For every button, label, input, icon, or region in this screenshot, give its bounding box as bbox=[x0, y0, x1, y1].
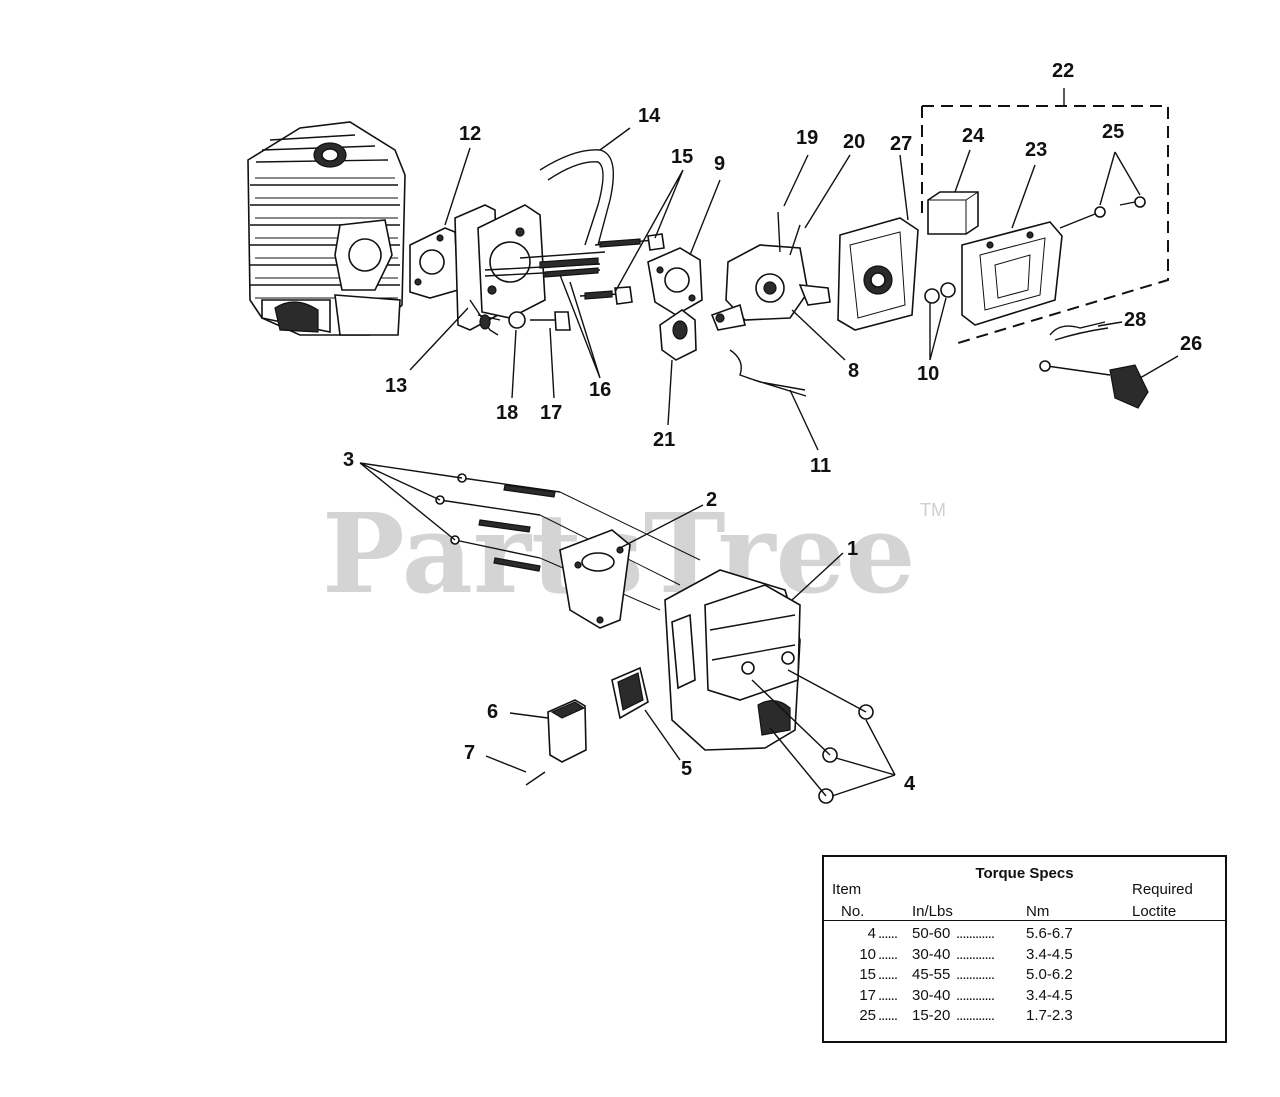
callout-18: 18 bbox=[496, 402, 518, 424]
table-row: 25 ...... 15-20 ............ 1.7-2.3 bbox=[824, 1006, 1225, 1027]
callout-4: 4 bbox=[904, 773, 916, 795]
callout-10: 10 bbox=[917, 363, 939, 385]
callout-5: 5 bbox=[681, 758, 692, 780]
intake-manifold-part-13 bbox=[454, 204, 546, 336]
callout-17: 17 bbox=[540, 402, 562, 424]
cell-leader: ...... bbox=[878, 945, 898, 963]
plate-part-27 bbox=[837, 217, 919, 331]
cell-in-lbs: 30-40 bbox=[912, 945, 951, 963]
callout-9: 9 bbox=[714, 153, 725, 175]
callout-23: 23 bbox=[1025, 139, 1047, 161]
kit-outline-22 bbox=[922, 105, 1169, 344]
leader-lines bbox=[359, 88, 1179, 797]
header-in-lbs: In/Lbs bbox=[912, 903, 953, 920]
callout-14: 14 bbox=[638, 105, 661, 127]
cell-leader: ............ bbox=[956, 1007, 995, 1024]
callout-8: 8 bbox=[848, 360, 859, 382]
callout-2: 2 bbox=[706, 489, 717, 511]
callout-26: 26 bbox=[1180, 333, 1202, 355]
callout-24: 24 bbox=[962, 125, 985, 147]
cell-in-lbs: 30-40 bbox=[912, 986, 951, 1004]
cell-item: 4 bbox=[867, 925, 876, 942]
gasket-part-12 bbox=[409, 227, 459, 299]
header-loctite: Loctite bbox=[1132, 903, 1177, 920]
header-divider bbox=[824, 920, 1225, 921]
cell-nm: 3.4-4.5 bbox=[1026, 945, 1073, 963]
cell-nm: 1.7-2.3 bbox=[1026, 1007, 1073, 1024]
knob-part-26 bbox=[1039, 360, 1149, 409]
cell-leader: ............ bbox=[956, 966, 995, 983]
callout-16: 16 bbox=[589, 379, 611, 401]
torque-specs-table: Torque Specs Item Required No. In/Lbs Nm… bbox=[822, 855, 1227, 1043]
table-row: 10 ...... 30-40 ............ 3.4-4.5 bbox=[824, 945, 1225, 966]
callout-6: 6 bbox=[487, 701, 498, 723]
bolts-part-16 bbox=[484, 251, 606, 278]
torque-table-title: Torque Specs bbox=[975, 865, 1074, 882]
header-required: Required bbox=[1132, 881, 1193, 898]
header-no: No. bbox=[841, 903, 865, 920]
table-row: 15 ...... 45-55 ............ 5.0-6.2 bbox=[824, 965, 1225, 986]
cell-item: 17 bbox=[859, 986, 876, 1004]
callout-20: 20 bbox=[843, 131, 865, 153]
screw-part-17 bbox=[530, 311, 571, 331]
callout-3: 3 bbox=[343, 449, 354, 471]
fuel-line-part-14 bbox=[539, 149, 614, 246]
carburetor-part-8 bbox=[710, 211, 831, 331]
callout-28: 28 bbox=[1124, 309, 1146, 331]
callout-1: 1 bbox=[847, 538, 858, 560]
callout-7: 7 bbox=[464, 742, 475, 764]
filter-part-24 bbox=[927, 191, 979, 235]
cell-in-lbs: 15-20 bbox=[912, 1007, 951, 1024]
spark-arrestor-part-6 bbox=[547, 699, 587, 763]
cell-leader: ...... bbox=[878, 966, 898, 983]
cell-in-lbs: 45-55 bbox=[912, 966, 951, 983]
cell-leader: ...... bbox=[878, 1007, 898, 1024]
cell-in-lbs: 50-60 bbox=[912, 925, 951, 942]
cell-leader: ............ bbox=[956, 925, 995, 942]
block-part-21 bbox=[659, 309, 697, 361]
cell-nm: 3.4-4.5 bbox=[1026, 986, 1073, 1004]
callout-15: 15 bbox=[671, 146, 693, 168]
cell-leader: ............ bbox=[956, 986, 995, 1004]
callout-21: 21 bbox=[653, 429, 675, 451]
cylinder-part bbox=[247, 121, 406, 336]
table-row: 4 ...... 50-60 ............ 5.6-6.7 bbox=[824, 924, 1225, 945]
watermark-tm: TM bbox=[920, 500, 946, 520]
screen-part-5 bbox=[611, 666, 649, 720]
header-item: Item bbox=[832, 881, 862, 898]
callout-22: 22 bbox=[1052, 60, 1074, 82]
header-nm: Nm bbox=[1026, 903, 1050, 920]
nut-part-10b bbox=[940, 282, 956, 298]
screws-part-25 bbox=[1059, 196, 1146, 229]
cell-leader: ...... bbox=[878, 925, 898, 942]
cell-leader: ...... bbox=[878, 986, 898, 1004]
table-row: 17 ...... 30-40 ............ 3.4-4.5 bbox=[824, 986, 1225, 1007]
cell-nm: 5.0-6.2 bbox=[1026, 966, 1073, 983]
cell-item: 25 bbox=[859, 1007, 876, 1024]
cell-nm: 5.6-6.7 bbox=[1026, 925, 1073, 942]
callout-13: 13 bbox=[385, 375, 407, 397]
washer-part-18 bbox=[508, 311, 526, 329]
bolts-part-15 bbox=[579, 233, 665, 305]
cell-item: 10 bbox=[859, 945, 876, 963]
cell-leader: ............ bbox=[956, 945, 995, 963]
screw-part-7 bbox=[525, 771, 546, 786]
gasket-part-2 bbox=[559, 529, 631, 629]
cover-part-23 bbox=[961, 221, 1063, 326]
callout-19: 19 bbox=[796, 127, 818, 149]
callout-12: 12 bbox=[459, 123, 481, 145]
callout-27: 27 bbox=[890, 133, 912, 155]
callout-11: 11 bbox=[810, 455, 831, 477]
wire-part-11 bbox=[729, 349, 807, 397]
clip-part-28 bbox=[1049, 321, 1109, 341]
callout-25: 25 bbox=[1102, 121, 1124, 143]
nut-part-10a bbox=[924, 288, 940, 304]
muffler-part-1 bbox=[664, 569, 801, 751]
torque-rows: 4 ...... 50-60 ............ 5.6-6.7 10 .… bbox=[824, 924, 1225, 1027]
gasket-part-9 bbox=[647, 247, 703, 316]
cell-item: 15 bbox=[859, 966, 876, 983]
